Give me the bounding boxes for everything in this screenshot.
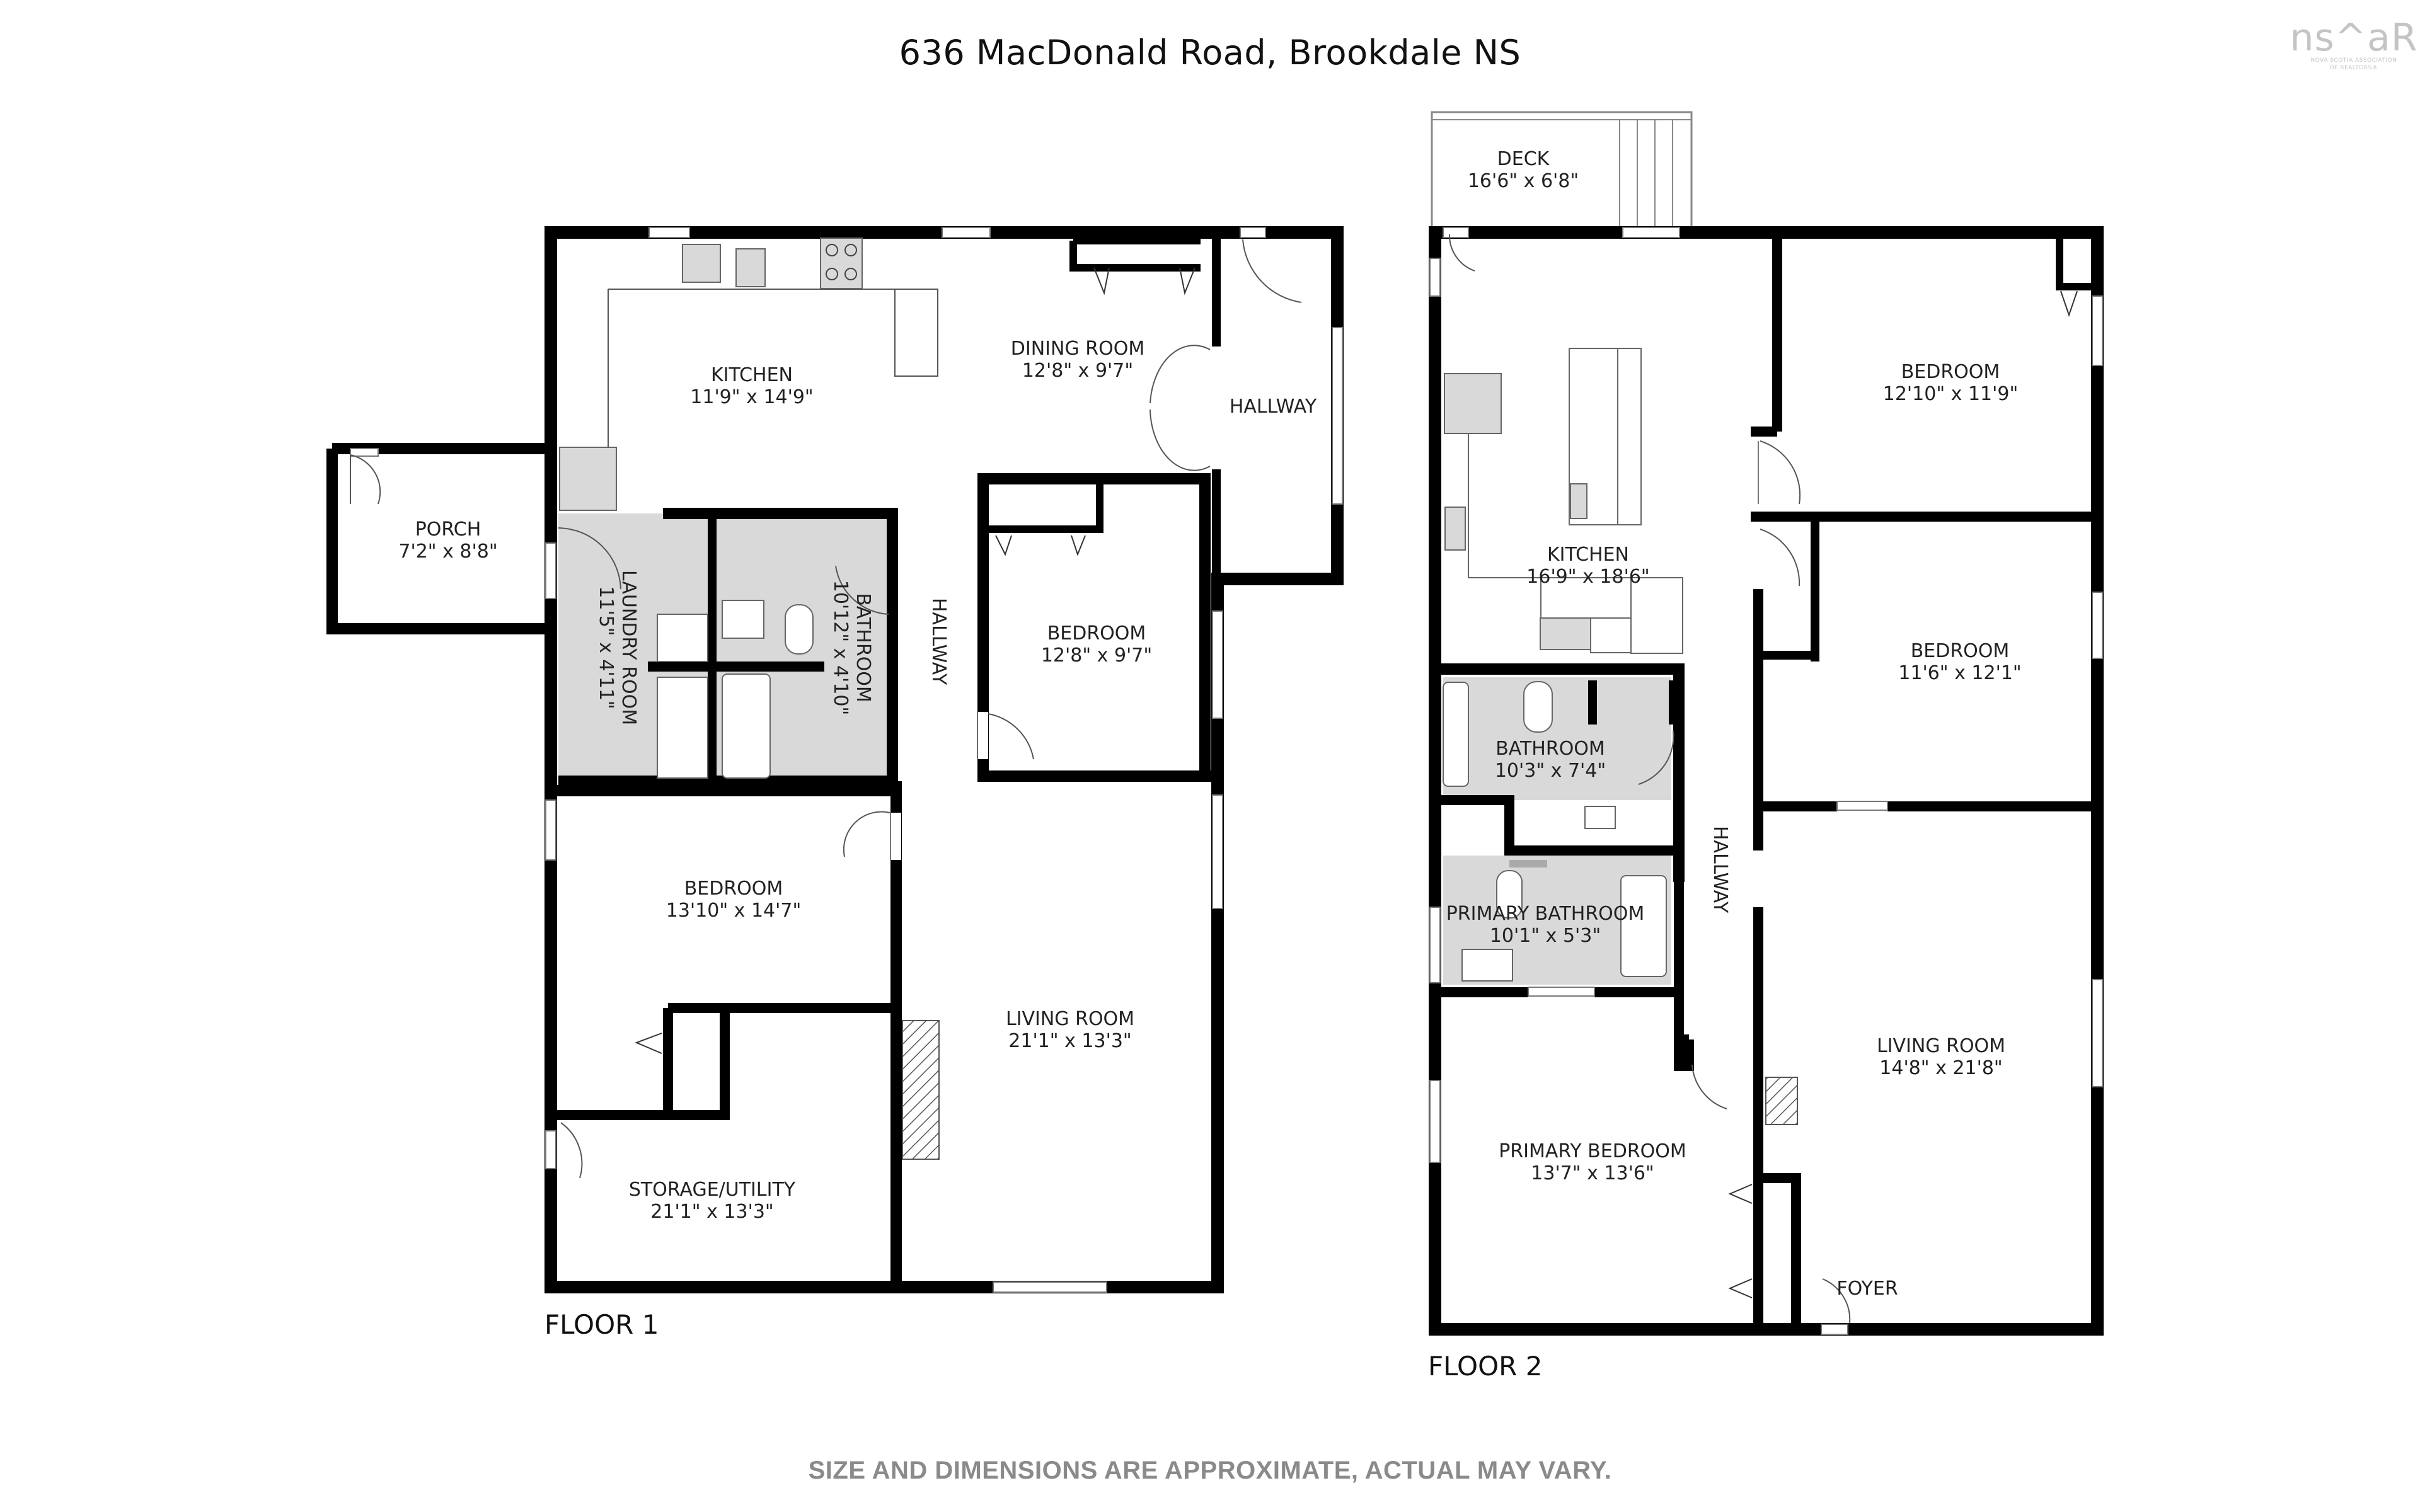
nsar-logo: ns^aR NOVA SCOTIA ASSOCIATION OF REALTOR…	[2288, 19, 2420, 72]
floor-2-label: FLOOR 2	[1428, 1351, 1543, 1382]
room-label-storage-utility: STORAGE/UTILITY	[629, 1179, 796, 1201]
room-dims: 10'12" x 4'10"	[829, 580, 851, 716]
room-label-living-room: LIVING ROOM	[1006, 1008, 1134, 1030]
room-dims: 16'6" x 6'8"	[1468, 170, 1579, 192]
sink-icon	[1461, 949, 1513, 982]
room-label-primary-bedroom: PRIMARY BEDROOM	[1499, 1140, 1686, 1162]
dishwasher-icon	[735, 248, 766, 287]
closet-door-icon	[1728, 1184, 1753, 1298]
room-label-laundry-room: LAUNDRY ROOM	[618, 570, 640, 725]
window-icon	[942, 227, 991, 238]
room-label-bedroom: BEDROOM	[1901, 361, 2000, 383]
toilet-icon	[1496, 870, 1523, 919]
window-icon	[1622, 227, 1680, 238]
room-label-bedroom: BEDROOM	[1047, 622, 1146, 644]
sink-icon	[1540, 617, 1591, 650]
toilet-icon	[785, 604, 814, 655]
closet-door-icon	[1093, 267, 1196, 295]
bathtub-icon	[722, 673, 771, 779]
logo-line-1: NOVA SCOTIA ASSOCIATION	[2310, 57, 2397, 64]
stove-icon	[820, 238, 863, 289]
room-label-dining-room: DINING ROOM	[1011, 338, 1144, 360]
foyer-door-icon	[1822, 1278, 1851, 1324]
room-dims: 11'9" x 14'9"	[690, 386, 813, 408]
disclaimer: SIZE AND DIMENSIONS ARE APPROXIMATE, ACT…	[808, 1457, 1612, 1484]
door-icon	[988, 713, 1034, 760]
floor-1-plan: KITCHEN 11'9" x 14'9" DINING ROOM 12'8" …	[326, 226, 1344, 1293]
room-dims: 11'5" x 4'11"	[595, 586, 617, 709]
deck-outline	[1431, 111, 1693, 232]
room-dims: 21'1" x 13'3"	[1008, 1030, 1131, 1052]
fridge-icon	[1444, 373, 1502, 434]
sink-icon	[1584, 806, 1616, 829]
window-icon	[1332, 327, 1343, 505]
room-label-kitchen: KITCHEN	[1547, 544, 1629, 566]
logo-line-2: OF REALTORS®	[2329, 65, 2378, 71]
door-icon	[1760, 440, 1801, 505]
dryer-icon	[657, 677, 708, 779]
closet-door-icon	[995, 535, 1086, 556]
fridge-icon	[559, 447, 617, 511]
logo-mark: ns^aR	[2290, 16, 2418, 60]
floor-1-label: FLOOR 1	[544, 1309, 659, 1340]
washer-icon	[657, 614, 708, 662]
room-dims: 12'10" x 11'9"	[1883, 383, 2019, 405]
toilet-icon	[1523, 681, 1553, 733]
room-label-foyer: FOYER	[1836, 1278, 1898, 1300]
room-dims: 21'1" x 13'3"	[650, 1201, 773, 1223]
sink-icon	[682, 244, 721, 283]
room-label-hallway: HALLWAY	[1709, 826, 1731, 914]
room-dims: 11'6" x 12'1"	[1898, 662, 2021, 684]
room-dims: 10'1" x 5'3"	[1490, 925, 1601, 947]
room-label-bedroom: BEDROOM	[684, 878, 783, 900]
kitchen-counter	[608, 289, 938, 377]
room-label-bathroom: BATHROOM	[1495, 738, 1605, 760]
porch-door-icon	[350, 454, 381, 505]
room-dims: 16'9" x 18'6"	[1526, 566, 1649, 588]
room-dims: 14'8" x 21'8"	[1879, 1057, 2002, 1079]
room-dims: 10'3" x 7'4"	[1495, 760, 1606, 782]
bathtub-icon	[1620, 875, 1667, 977]
room-label-bedroom: BEDROOM	[1911, 640, 2010, 662]
double-door-icon	[1150, 345, 1211, 471]
room-dims: 12'8" x 9'7"	[1022, 360, 1133, 382]
room-label-primary-bathroom: PRIMARY BATHROOM	[1446, 903, 1645, 925]
sink-icon	[722, 600, 764, 639]
floor-2-plan: DECK 16'6" x 6'8" BEDROOM 12'10" x 11'9"…	[1429, 111, 2104, 1336]
room-dims: 13'7" x 13'6"	[1531, 1162, 1654, 1184]
fireplace-icon	[902, 1020, 940, 1160]
room-dims: 13'10" x 14'7"	[666, 900, 802, 922]
room-label-porch: PORCH	[415, 518, 481, 541]
room-dims: 12'8" x 9'7"	[1041, 644, 1152, 667]
room-dims: 7'2" x 8'8"	[398, 541, 497, 563]
room-label-hallway: HALLWAY	[1230, 396, 1317, 418]
room-label-hallway: HALLWAY	[928, 598, 950, 685]
bathtub-icon	[1443, 682, 1469, 787]
window-icon	[648, 227, 690, 238]
room-label-bathroom: BATHROOM	[852, 593, 874, 702]
property-address: 636 MacDonald Road, Brookdale NS	[899, 33, 1521, 72]
fireplace-icon	[1765, 1077, 1798, 1125]
room-label-kitchen: KITCHEN	[711, 364, 793, 386]
room-label-living-room: LIVING ROOM	[1877, 1035, 2005, 1057]
room-label-deck: DECK	[1497, 148, 1550, 170]
stove-icon	[1444, 507, 1466, 551]
